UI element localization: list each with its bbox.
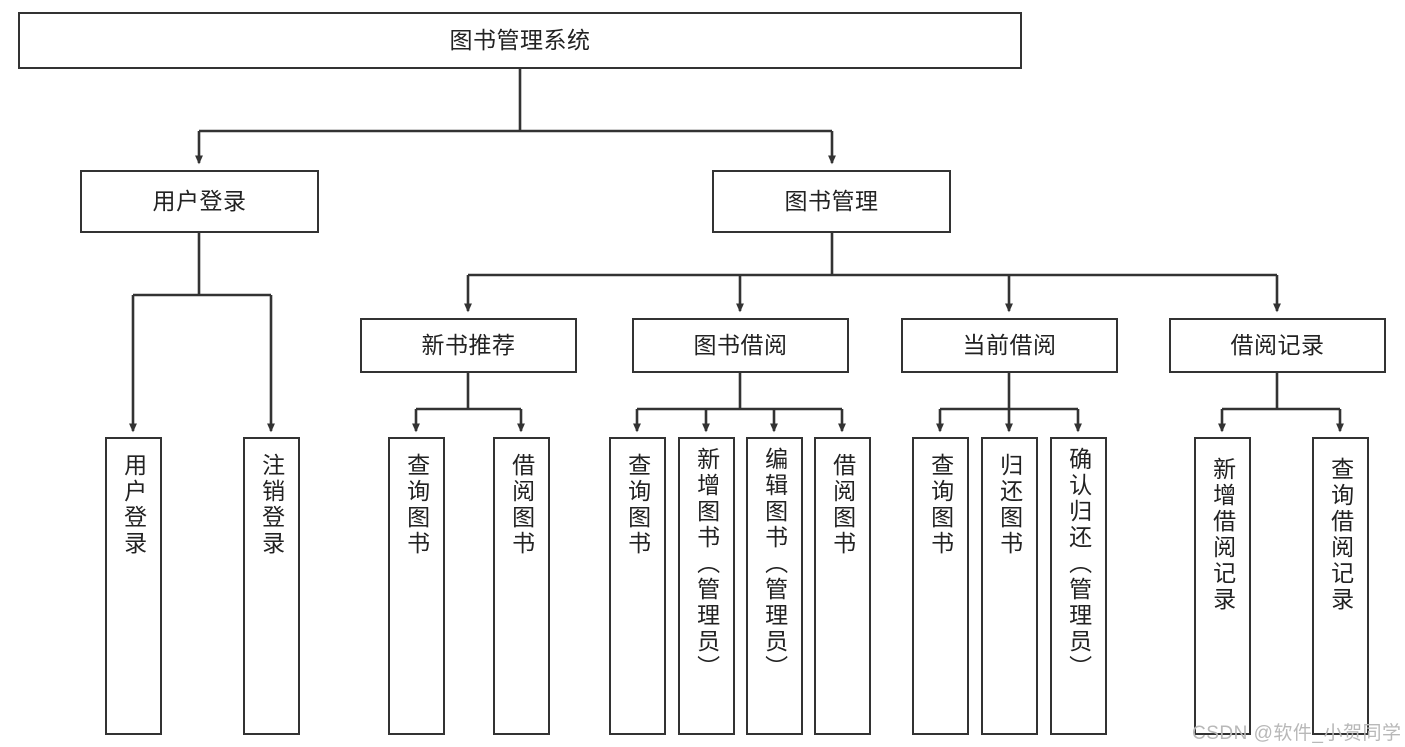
node-label: 查询图书 [927, 453, 954, 557]
node-label: 当前借阅 [962, 331, 1057, 358]
node-leaf-query-book-current[interactable]: 查询图书 [912, 437, 969, 735]
node-leaf-edit-book-admin[interactable]: 编辑图书（管理员） [746, 437, 803, 735]
node-label: 用户登录 [120, 453, 147, 557]
node-label: 查询图书 [403, 453, 430, 557]
csdn-watermark: CSDN @软件_小贺同学 [1192, 723, 1402, 744]
node-label: 查询借阅记录 [1327, 457, 1354, 613]
node-label: 新增图书（管理员） [693, 447, 720, 681]
node-leaf-logout[interactable]: 注销登录 [243, 437, 300, 735]
node-label: 新增借阅记录 [1209, 457, 1236, 613]
node-leaf-query-book-borrow[interactable]: 查询图书 [609, 437, 666, 735]
node-label: 编辑图书（管理员） [761, 447, 788, 681]
node-label: 借阅记录 [1230, 331, 1325, 358]
node-label: 确认归还（管理员） [1065, 447, 1092, 681]
node-label: 借阅图书 [829, 453, 856, 557]
node-root-book-management-system[interactable]: 图书管理系统 [18, 12, 1022, 69]
node-leaf-confirm-return-admin[interactable]: 确认归还（管理员） [1050, 437, 1107, 735]
node-label: 图书借阅 [693, 331, 788, 358]
node-leaf-query-book-recommend[interactable]: 查询图书 [388, 437, 445, 735]
node-label: 图书管理系统 [449, 26, 591, 53]
node-leaf-add-book-admin[interactable]: 新增图书（管理员） [678, 437, 735, 735]
node-current-borrow[interactable]: 当前借阅 [901, 318, 1118, 373]
node-leaf-return-book[interactable]: 归还图书 [981, 437, 1038, 735]
node-label: 借阅图书 [508, 453, 535, 557]
node-leaf-add-borrow-record[interactable]: 新增借阅记录 [1194, 437, 1251, 735]
node-label: 新书推荐 [421, 331, 516, 358]
node-new-book-recommend[interactable]: 新书推荐 [360, 318, 577, 373]
node-user-login[interactable]: 用户登录 [80, 170, 319, 233]
node-book-borrow[interactable]: 图书借阅 [632, 318, 849, 373]
node-leaf-borrow-book[interactable]: 借阅图书 [814, 437, 871, 735]
node-leaf-query-borrow-record[interactable]: 查询借阅记录 [1312, 437, 1369, 735]
node-label: 图书管理 [784, 187, 879, 214]
node-leaf-borrow-book-recommend[interactable]: 借阅图书 [493, 437, 550, 735]
node-label: 用户登录 [152, 187, 247, 214]
node-borrow-record[interactable]: 借阅记录 [1169, 318, 1386, 373]
node-label: 注销登录 [258, 453, 285, 557]
node-book-management[interactable]: 图书管理 [712, 170, 951, 233]
node-leaf-user-login[interactable]: 用户登录 [105, 437, 162, 735]
node-label: 归还图书 [996, 453, 1023, 557]
node-label: 查询图书 [624, 453, 651, 557]
